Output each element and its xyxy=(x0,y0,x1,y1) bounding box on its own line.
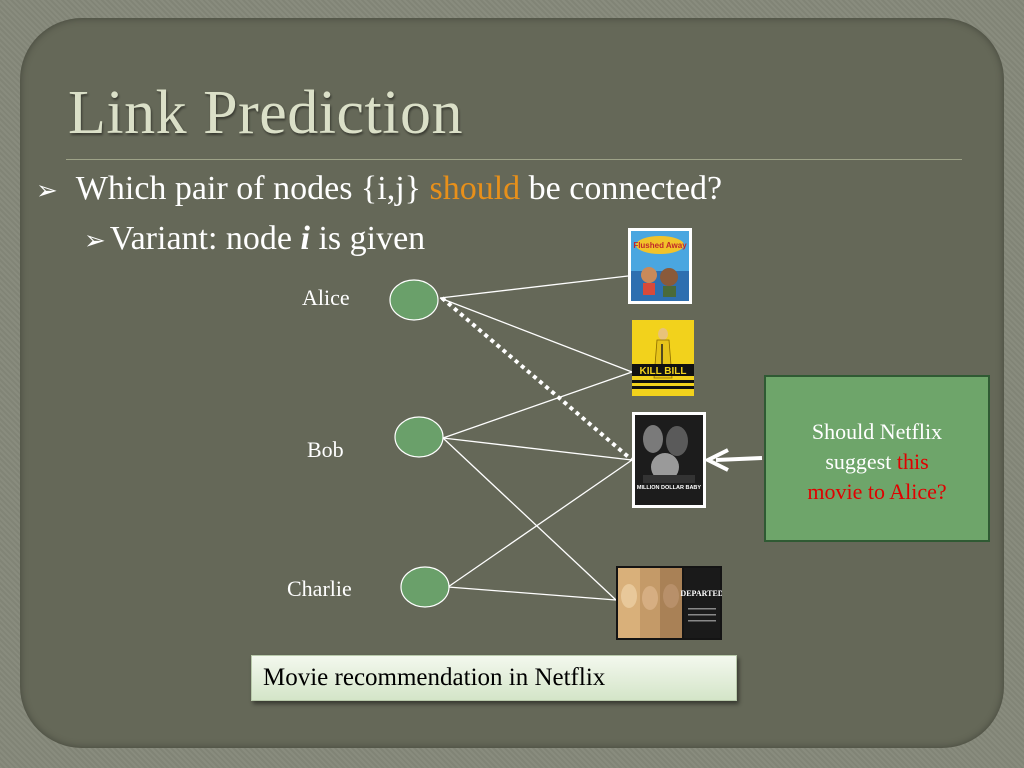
poster-flushed-away-title: Flushed Away xyxy=(633,241,687,250)
callout-pointer-line xyxy=(715,456,763,462)
user-nodes xyxy=(389,279,450,608)
poster-the-departed[interactable]: DEPARTED xyxy=(616,566,722,640)
poster-flushed-away-art: Flushed Away xyxy=(631,231,689,301)
bullet-variant-text-end: is given xyxy=(309,220,426,257)
node-label-bob: Bob xyxy=(307,437,344,462)
node-label-alice: Alice xyxy=(302,285,350,310)
netflix-question-callout: Should Netflix suggest this movie to Ali… xyxy=(764,375,990,542)
node-bob[interactable] xyxy=(394,416,444,458)
slide-title: Link Prediction xyxy=(68,79,463,147)
edge-bob-the-departed xyxy=(442,437,617,601)
edge-charlie-the-departed xyxy=(447,586,617,601)
bullet-variant: ➢Variant: node i is given xyxy=(84,220,425,258)
node-label-charlie: Charlie xyxy=(287,576,352,601)
bullet-question-text-start: Which pair of nodes {i,j} xyxy=(75,170,430,207)
poster-kill-bill-title: KILL BILL xyxy=(639,366,686,377)
bullet-variant-text-start: Variant: node xyxy=(109,220,301,257)
poster-kill-bill[interactable]: KILL BILL xyxy=(632,320,694,396)
callout-line-2: suggest this xyxy=(766,447,988,477)
graph-edges xyxy=(439,275,634,601)
bullet-variant-emphasis: i xyxy=(300,220,310,257)
bullet-question: ➢ Which pair of nodes {i,j} should be con… xyxy=(36,170,722,208)
poster-million-dollar-baby-title: MILLION DOLLAR BABY xyxy=(637,485,701,491)
title-divider xyxy=(66,159,962,160)
poster-kill-bill-art: KILL BILL xyxy=(632,320,694,396)
bullet-arrow-icon: ➢ xyxy=(36,176,58,206)
poster-million-dollar-baby-art: MILLION DOLLAR BABY xyxy=(635,415,703,505)
sub-bullet-arrow-icon: ➢ xyxy=(84,226,106,256)
bullet-question-text-end: be connected? xyxy=(520,170,723,207)
poster-the-departed-title: DEPARTED xyxy=(680,589,722,598)
poster-flushed-away[interactable]: Flushed Away xyxy=(628,228,692,304)
edge-bob-kill-bill xyxy=(442,371,633,439)
edge-bob-million-dollar-baby xyxy=(442,437,633,461)
callout-line-2-plain: suggest xyxy=(825,449,897,474)
callout-line-1: Should Netflix xyxy=(811,419,943,444)
node-alice[interactable] xyxy=(389,279,439,321)
callout-arrow-icon xyxy=(703,448,729,472)
bullet-question-highlight: should xyxy=(429,170,521,207)
poster-the-departed-art: DEPARTED xyxy=(616,566,722,640)
edge-charlie-million-dollar-baby xyxy=(447,459,633,588)
poster-million-dollar-baby[interactable]: MILLION DOLLAR BABY xyxy=(632,412,706,508)
diagram-caption: Movie recommendation in Netflix xyxy=(251,655,737,701)
callout-line-2-red: this xyxy=(896,449,929,474)
callout-line-3: movie to Alice? xyxy=(807,479,947,504)
edge-alice-kill-bill xyxy=(439,297,633,373)
node-charlie[interactable] xyxy=(400,566,450,608)
edge-alice-flushed-away xyxy=(439,275,629,299)
predicted-edge-alice-million-dollar-baby xyxy=(440,296,634,462)
callout-pointer xyxy=(703,448,763,472)
